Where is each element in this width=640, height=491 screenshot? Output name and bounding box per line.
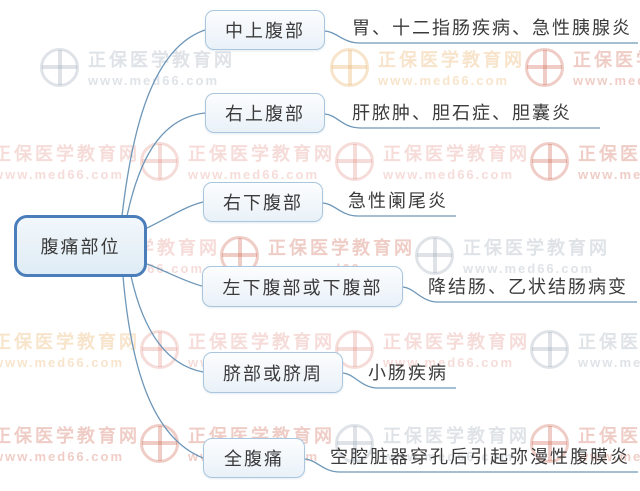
med66-logo-icon [525, 47, 564, 87]
connector-line [146, 263, 203, 287]
watermark-brand: 正保医学教育网 [0, 426, 140, 446]
watermark-brand: 正保医学教育网 [0, 332, 140, 352]
med66-logo-icon [530, 423, 569, 463]
watermark-url: www.med66.com [378, 73, 509, 88]
leaf-underline [342, 372, 456, 389]
watermark-brand: 正保医学教育网 [188, 332, 335, 352]
med66-logo-icon [335, 141, 374, 181]
med66-logo-icon [140, 423, 179, 463]
watermark-url: www.med66.com [0, 167, 124, 182]
watermark-tile: 正保医学教育网 www.med66.com [40, 46, 235, 88]
leaf-label-whole-abdomen-diseases[interactable]: 空腔脏器穿孔后引起弥漫性腹膜炎 [330, 447, 630, 467]
root-node-abdominal-pain-location[interactable]: 腹痛部位 [14, 215, 147, 277]
watermark-brand: 正保医学教育网 [383, 426, 530, 446]
watermark-brand: 正保医学教育网 [0, 144, 140, 164]
leaf-underline [322, 202, 456, 217]
watermark-brand: 正保医学教育网 [383, 332, 530, 352]
med66-logo-icon [140, 329, 179, 369]
watermark-tile: 正保医学教育网 www.med66.com [0, 422, 140, 464]
connector-line [146, 201, 204, 229]
watermark-tile: 正保医学教育网 www.med66.com [415, 234, 610, 276]
med66-logo-icon [335, 329, 374, 369]
watermark-brand: 正保医学教育网 [463, 238, 610, 258]
watermark-tile: 正保医学教育网 www.med66.com [530, 140, 640, 182]
branch-node-umbilical-region[interactable]: 脐部或脐周 [203, 352, 343, 393]
branch-node-mid-upper-abdomen[interactable]: 中上腹部 [205, 10, 325, 50]
watermark-url: www.med66.com [578, 167, 640, 182]
connector-line [126, 112, 206, 217]
watermark-tile: 正保医学教育网 www.med66.com [335, 328, 530, 370]
watermark-url: www.med66.com [88, 73, 219, 88]
watermark-url: www.med66.com [0, 355, 124, 370]
watermark-tile: 正保医学教育网 www.med66.com [335, 422, 530, 464]
leaf-label-right-lower-abdomen-diseases[interactable]: 急性阑尾炎 [348, 191, 448, 211]
watermark-url: www.med66.com [0, 449, 124, 464]
watermark-url: www.med66.com [383, 355, 514, 370]
med66-logo-icon [330, 47, 369, 87]
leaf-label-mid-upper-abdomen-diseases[interactable]: 胃、十二指肠疾病、急性胰腺炎 [352, 18, 632, 38]
leaf-underline [402, 286, 637, 303]
leaf-underline [304, 458, 638, 473]
watermark-url: www.med66.com [578, 355, 640, 370]
med66-logo-icon [530, 329, 569, 369]
branch-node-right-lower-abdomen[interactable]: 右下腹部 [203, 182, 323, 222]
branch-node-whole-abdomen[interactable]: 全腹痛 [203, 438, 305, 478]
med66-logo-icon [140, 141, 179, 181]
watermark-tile: 正保医学教育网 www.med66.com [330, 46, 525, 88]
watermark-url: www.med66.com [573, 73, 640, 88]
leaf-label-right-upper-abdomen-diseases[interactable]: 肝脓肿、胆石症、胆囊炎 [352, 103, 572, 123]
watermark-url: www.med66.com [383, 167, 514, 182]
watermark-brand: 正保医学教育网 [383, 144, 530, 164]
watermark-brand: 正保医学教育网 [573, 50, 640, 70]
watermark-brand: 正保医学教育网 [188, 144, 335, 164]
watermark-brand: 正保医学教育网 [578, 332, 640, 352]
watermark-tile: 正保医学教育网 www.med66.com [530, 422, 640, 464]
watermark-tile: 正保医学教育网 www.med66.com [0, 328, 140, 370]
watermark-url: www.med66.com [383, 449, 514, 464]
watermark-brand: 正保医学教育网 [578, 144, 640, 164]
med66-logo-icon [40, 47, 79, 87]
watermark-brand: 正保医学教育网 [88, 50, 235, 70]
watermark-url: www.med66.com [578, 449, 640, 464]
watermark-url: www.med66.com [188, 167, 319, 182]
med66-logo-icon [335, 423, 374, 463]
watermark-tile: 正保医学教育网 www.med66.com [140, 140, 335, 182]
leaf-underline [324, 113, 600, 129]
watermark-tile: 正保医学教育网 www.med66.com [335, 140, 530, 182]
leaf-label-umbilical-region-diseases[interactable]: 小肠疾病 [368, 363, 448, 383]
watermark-brand: 正保医学教育网 [378, 50, 525, 70]
branch-node-right-upper-abdomen[interactable]: 右上腹部 [205, 93, 325, 133]
connector-line [130, 275, 204, 373]
watermark-tile: 正保医学教育网 www.med66.com [530, 328, 640, 370]
connector-line [122, 275, 204, 459]
connector-line [121, 29, 206, 217]
watermark-brand: 正保医学教育网 [268, 238, 415, 258]
watermark-url: www.med66.com [463, 261, 594, 276]
branch-node-left-lower-abdomen[interactable]: 左下腹部或下腹部 [202, 266, 403, 307]
watermark-brand: 正保医学教育网 [578, 426, 640, 446]
watermark-tile: 正保医学教育网 www.med66.com [525, 46, 640, 88]
med66-logo-icon [415, 235, 454, 275]
leaf-underline [324, 30, 638, 44]
med66-logo-icon [530, 141, 569, 181]
leaf-label-left-lower-abdomen-diseases[interactable]: 降结肠、乙状结肠病变 [428, 277, 628, 297]
watermark-tile: 正保医学教育网 www.med66.com [0, 140, 140, 182]
